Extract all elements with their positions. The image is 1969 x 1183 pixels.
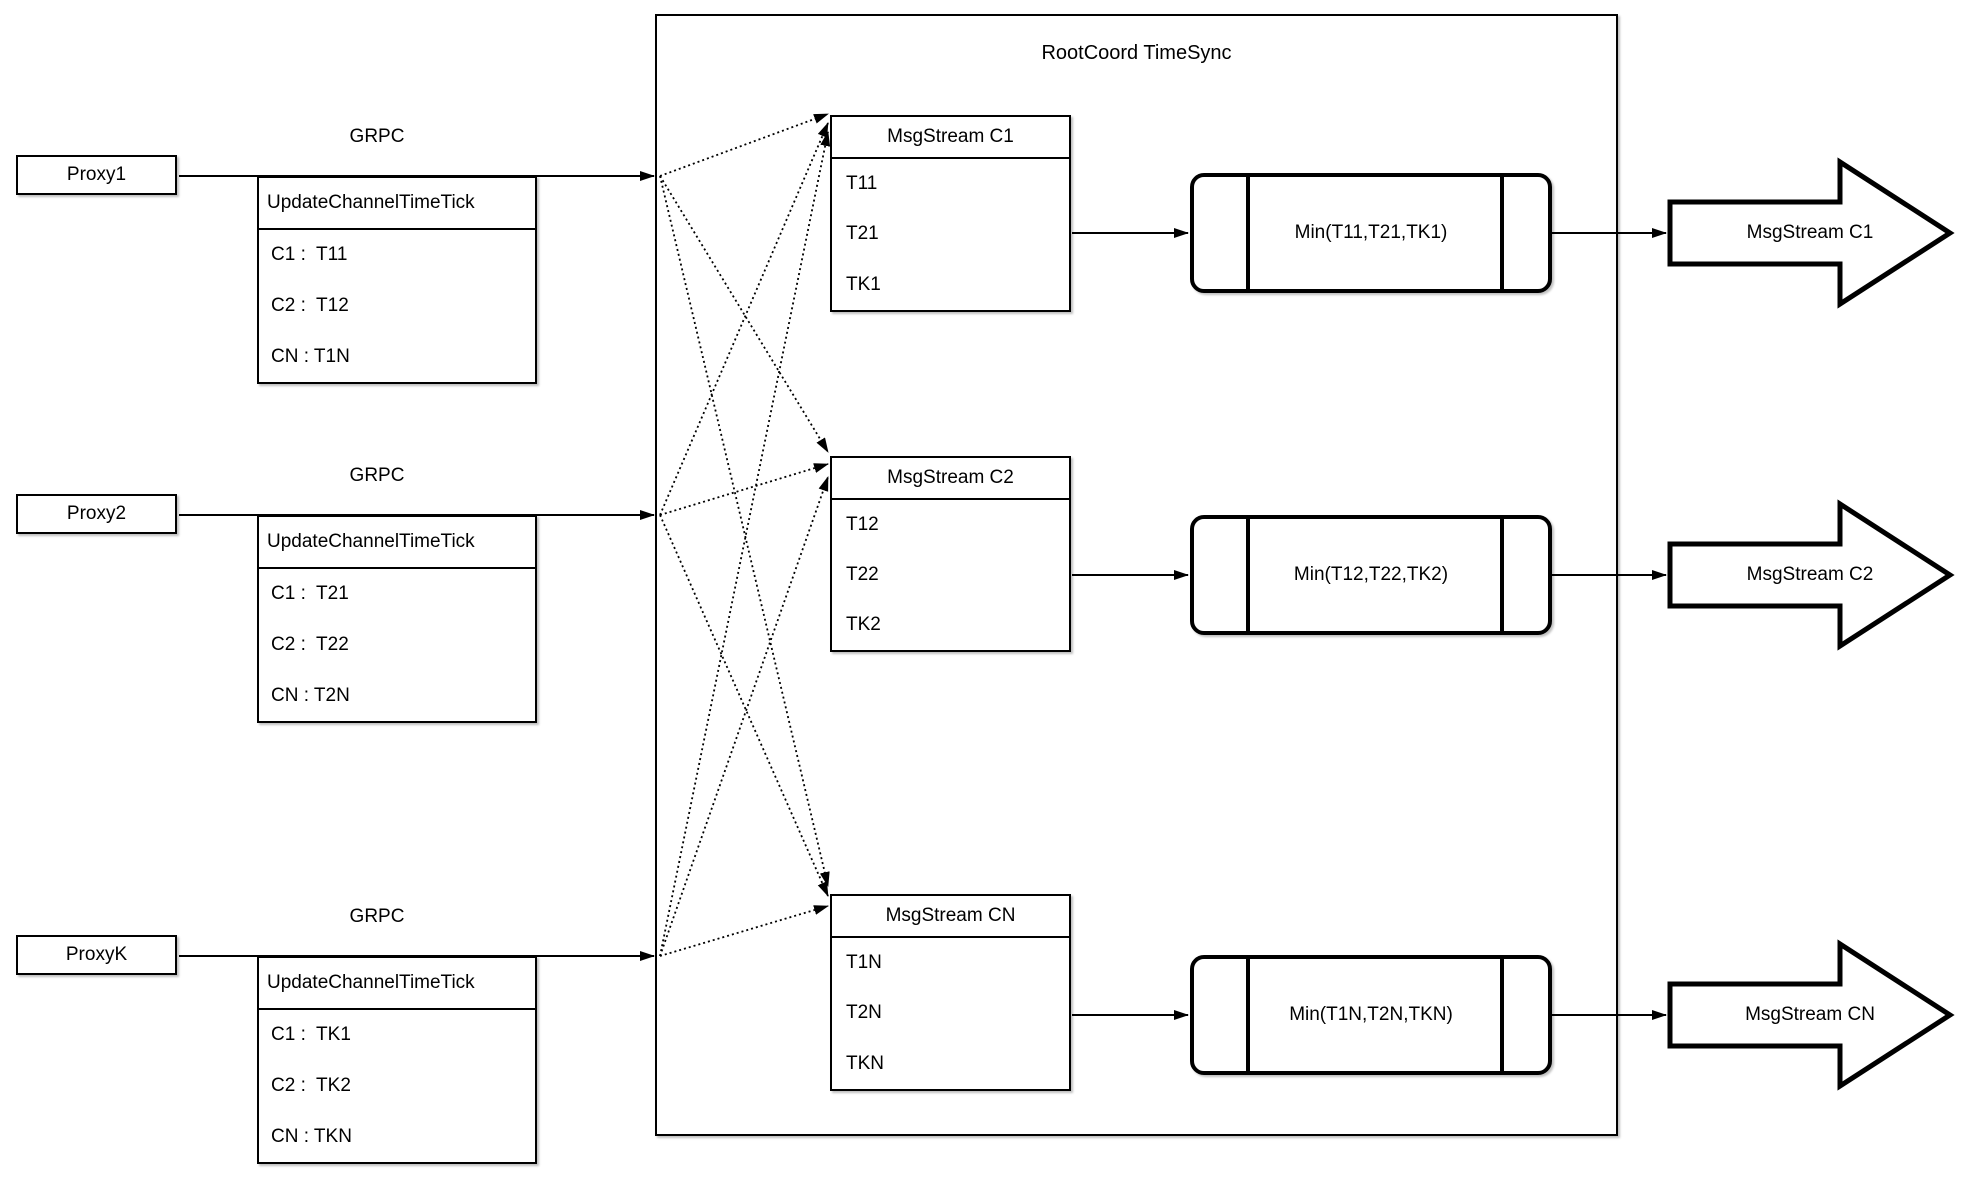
dotted-edge-proxyk-msgstream-cn (659, 905, 829, 957)
min-box-divider (1500, 177, 1504, 289)
msgstream-box-entry: T1N (846, 952, 882, 974)
msgstream-box-body: T11 T21 TK1 (832, 159, 1069, 310)
msgstream-box-entry: T21 (846, 223, 879, 245)
update-table-body: C1 : T21 C2 : T22 CN : T2N (259, 569, 535, 721)
update-table-entry: CN : TKN (271, 1125, 352, 1147)
output-arrow-label-c2: MsgStream C2 (1746, 564, 1874, 585)
msgstream-box-header: MsgStream CN (832, 896, 1069, 938)
proxyk-box: ProxyK (16, 935, 177, 975)
msgstream-box-body: T1N T2N TKN (832, 938, 1069, 1089)
msgstream-box-header: MsgStream C1 (832, 117, 1069, 159)
output-arrow-label-cn: MsgStream CN (1745, 1004, 1875, 1025)
proxyk-label: ProxyK (65, 944, 128, 965)
update-table-entry: C2 : T22 (271, 634, 349, 655)
grpc-label-row1: GRPC (349, 126, 405, 147)
output-arrow-label-c1: MsgStream C1 (1746, 222, 1874, 243)
msgstream-c2-collector-box: MsgStream C2 T12 T22 TK2 (830, 456, 1071, 652)
msgstream-box-header: MsgStream C2 (832, 458, 1069, 500)
grpc-label-row3: GRPC (349, 906, 405, 927)
dotted-edge-proxy2-msgstream-c1 (659, 122, 829, 516)
msgstream-box-entry: TK1 (846, 273, 881, 295)
update-table-header: UpdateChannelTimeTick (259, 178, 535, 230)
min-box-divider (1246, 177, 1250, 289)
min-label-c1: Min(T11,T21,TK1) (1294, 222, 1448, 243)
update-timetick-table-proxyk: UpdateChannelTimeTick C1 : TK1 C2 : TK2 … (257, 956, 537, 1164)
min-box-divider (1246, 959, 1250, 1071)
msgstream-box-entry: T2N (846, 1002, 882, 1024)
dotted-edge-proxy1-msgstream-c2 (659, 175, 829, 453)
min-box-divider (1500, 519, 1504, 631)
msgstream-box-entry: T11 (846, 173, 878, 195)
proxy1-box: Proxy1 (16, 155, 177, 195)
update-table-entry: C2 : TK2 (271, 1075, 351, 1096)
min-box-divider (1500, 959, 1504, 1071)
dotted-edge-proxy1-msgstream-cn (659, 175, 830, 887)
min-process-box-c1: Min(T11,T21,TK1) (1190, 173, 1552, 293)
update-table-entry: C1 : T11 (271, 244, 348, 266)
update-table-entry: C2 : T12 (271, 295, 349, 316)
update-table-body: C1 : T11 C2 : T12 CN : T1N (259, 230, 535, 382)
msgstream-box-entry: TK2 (846, 614, 881, 635)
min-process-box-cn: Min(T1N,T2N,TKN) (1190, 955, 1552, 1075)
min-box-divider (1246, 519, 1250, 631)
update-table-header: UpdateChannelTimeTick (259, 958, 535, 1010)
dotted-edge-proxyk-msgstream-c1 (659, 131, 831, 957)
proxy2-label: Proxy2 (66, 503, 127, 524)
block-arrow-msgstream-cn (1667, 939, 1955, 1091)
msgstream-c1-collector-box: MsgStream C1 T11 T21 TK1 (830, 115, 1071, 312)
update-table-entry: C1 : TK1 (271, 1024, 351, 1046)
rootcoord-timesync-title: RootCoord TimeSync (1041, 42, 1232, 64)
msgstream-box-entry: T22 (846, 564, 879, 585)
dotted-edge-proxy2-msgstream-c2 (659, 463, 829, 516)
update-timetick-table-proxy2: UpdateChannelTimeTick C1 : T21 C2 : T22 … (257, 515, 537, 723)
msgstream-box-entry: TKN (846, 1052, 884, 1074)
block-arrow-msgstream-c1 (1667, 157, 1955, 309)
proxy2-box: Proxy2 (16, 494, 177, 534)
update-table-header: UpdateChannelTimeTick (259, 517, 535, 569)
msgstream-cn-collector-box: MsgStream CN T1N T2N TKN (830, 894, 1071, 1091)
msgstream-box-body: T12 T22 TK2 (832, 500, 1069, 650)
rootcoord-timesync-box (655, 14, 1618, 1136)
msgstream-box-entry: T12 (846, 514, 879, 535)
min-process-box-c2: Min(T12,T22,TK2) (1190, 515, 1552, 635)
dotted-edge-proxy2-msgstream-cn (659, 514, 829, 897)
update-table-entry: CN : T1N (271, 345, 350, 367)
update-table-entry: CN : T2N (271, 684, 350, 706)
block-arrow-msgstream-c2 (1667, 499, 1955, 651)
min-label-c2: Min(T12,T22,TK2) (1293, 564, 1449, 585)
min-label-cn: Min(T1N,T2N,TKN) (1289, 1004, 1453, 1025)
proxy1-label: Proxy1 (66, 164, 127, 185)
grpc-label-row2: GRPC (349, 465, 405, 486)
update-table-entry: C1 : T21 (271, 583, 349, 605)
update-table-body: C1 : TK1 C2 : TK2 CN : TKN (259, 1010, 535, 1162)
update-timetick-table-proxy1: UpdateChannelTimeTick C1 : T11 C2 : T12 … (257, 176, 537, 384)
